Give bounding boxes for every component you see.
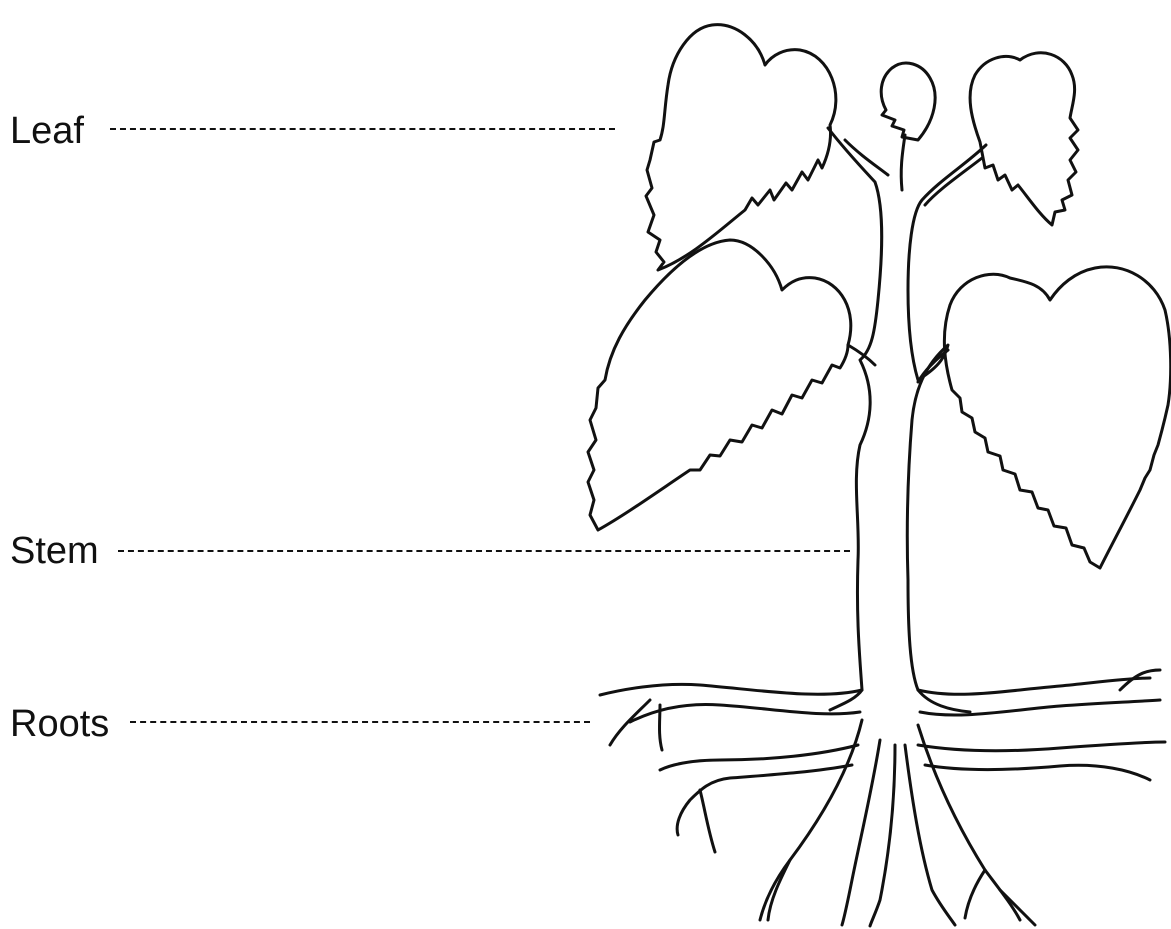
root-left-twig-2	[660, 705, 663, 750]
leaf-top-bud	[881, 63, 935, 140]
leaf-middle-left	[588, 240, 851, 530]
root-right-upper	[918, 678, 1150, 694]
taproot-right-inner	[905, 745, 955, 925]
root-left-upper-inner	[630, 704, 860, 722]
taproot-twig-right	[965, 870, 985, 918]
taproot-twig-far-right	[1000, 890, 1035, 925]
leaf-top-left	[646, 25, 836, 270]
root-right-lower	[918, 742, 1165, 751]
branch-top-right	[925, 158, 982, 205]
leaf-top-right	[970, 53, 1078, 225]
root-left-upper	[600, 684, 862, 695]
stem-outline-left	[828, 128, 882, 710]
root-right-lower-inner	[925, 765, 1150, 780]
root-left-lower-twig	[700, 790, 715, 852]
taproot-left-inner	[842, 740, 880, 925]
leaf-middle-right	[944, 267, 1170, 568]
branch-middle-right	[918, 350, 948, 382]
root-right-upper-inner	[920, 700, 1160, 715]
branch-to-bud	[901, 135, 905, 190]
root-left-lower	[660, 745, 858, 770]
